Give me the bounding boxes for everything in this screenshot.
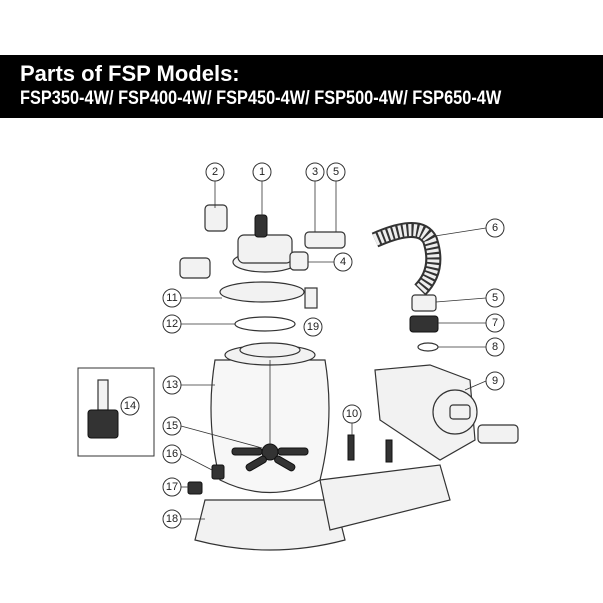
callout-9: 9 [485,371,505,391]
model-list: FSP350-4W/ FSP400-4W/ FSP450-4W/ FSP500-… [20,88,502,109]
callout-3: 3 [305,162,325,182]
callout-7: 7 [485,313,505,333]
svg-text:9: 9 [492,375,498,387]
svg-text:2: 2 [212,166,218,178]
callout-19: 19 [303,317,323,337]
header-banner: Parts of FSP Models: FSP350-4W/ FSP400-4… [0,55,603,118]
leader-lines [180,181,487,520]
svg-text:17: 17 [166,481,178,493]
callout-13: 13 [162,375,182,395]
svg-text:12: 12 [166,318,178,330]
callout-15: 15 [162,416,182,436]
svg-text:5: 5 [492,292,498,304]
callout-17: 17 [162,477,182,497]
svg-text:13: 13 [166,379,178,391]
page-title: Parts of FSP Models: [20,61,240,86]
svg-text:11: 11 [166,292,177,304]
filter-base [194,464,451,551]
filter-tank [210,342,330,493]
svg-text:18: 18 [166,513,178,525]
callout-2: 2 [205,162,225,182]
callout-14: 14 [120,396,140,416]
svg-text:15: 15 [166,420,178,432]
callout-1: 1 [252,162,272,182]
svg-text:4: 4 [340,256,346,268]
callout-12: 12 [162,314,182,334]
callout-11: 11 [162,288,182,308]
svg-text:1: 1 [259,166,265,178]
callout-18: 18 [162,509,182,529]
pump [374,364,519,461]
callout-10: 10 [342,404,362,424]
svg-text:6: 6 [492,222,498,234]
multiport-valve [179,204,309,279]
callout-6: 6 [485,218,505,238]
bolts [187,434,393,495]
callout-5-right: 5 [485,288,505,308]
flexible-hose [304,222,442,352]
svg-text:3: 3 [312,166,318,178]
callout-16: 16 [162,444,182,464]
callout-5-top: 5 [326,162,346,182]
svg-text:10: 10 [346,408,358,420]
svg-text:14: 14 [124,400,136,412]
laterals [231,443,309,472]
svg-text:19: 19 [307,321,319,333]
inset-standpipe [77,367,155,457]
svg-text:16: 16 [166,448,178,460]
callout-8: 8 [485,337,505,357]
svg-text:8: 8 [492,341,498,353]
svg-text:5: 5 [333,166,339,178]
callout-4: 4 [333,252,353,272]
svg-text:7: 7 [492,317,498,329]
